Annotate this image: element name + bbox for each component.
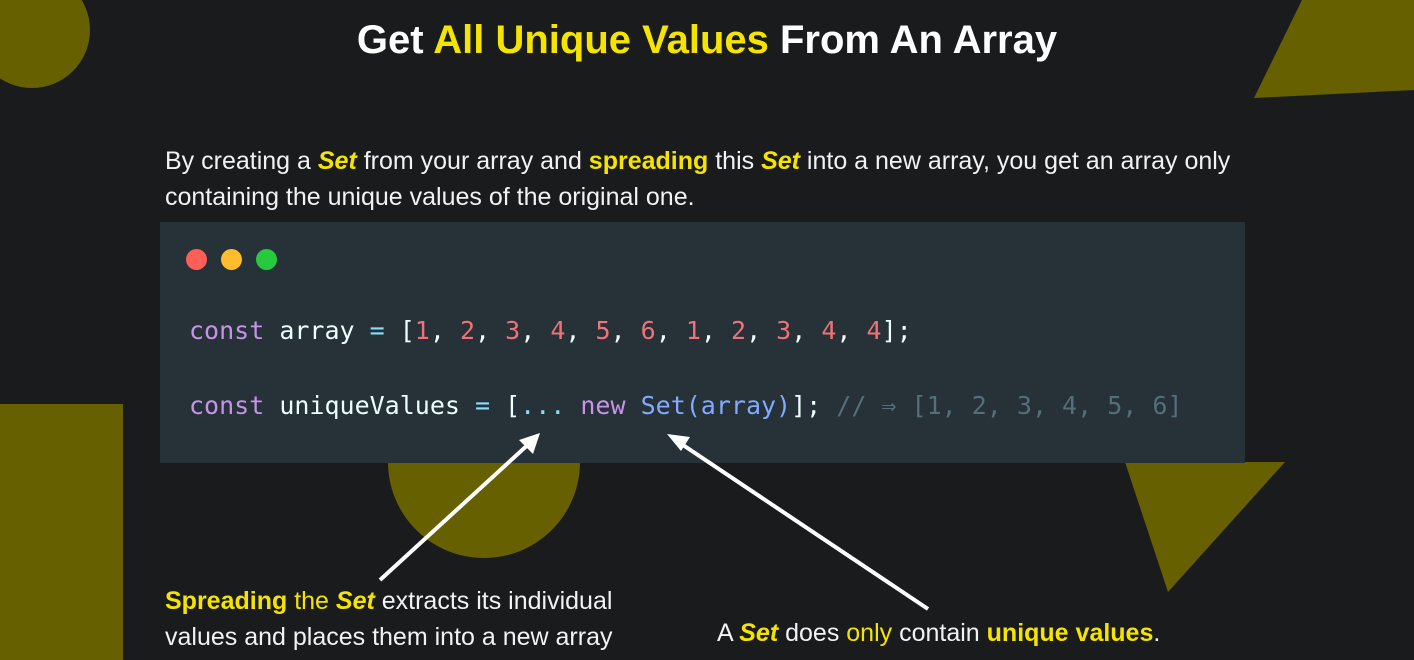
code-comma: , [475, 316, 506, 345]
window-maximize-dot [256, 249, 277, 270]
page-title: Get All Unique Values From An Array [0, 18, 1414, 63]
caption-set-keyword: Set [739, 619, 779, 647]
intro-text: from your array and [356, 147, 589, 175]
code-array-number: 3 [776, 316, 792, 345]
code-comma: , [655, 316, 686, 345]
code-comma: , [791, 316, 822, 345]
decorative-square-left [0, 404, 123, 660]
code-array-number: 4 [550, 316, 566, 345]
code-array-number: 4 [866, 316, 882, 345]
code-bracket: [ [505, 391, 521, 420]
caption-text-line-2: values and places them into a new array [165, 623, 613, 651]
intro-text: By creating a [165, 147, 318, 175]
arrow-to-spread-operator [378, 433, 540, 582]
code-array-number: 4 [821, 316, 837, 345]
code-comma: , [520, 316, 551, 345]
code-array-number: 6 [640, 316, 656, 345]
code-spread-operator: ... [520, 391, 566, 420]
decorative-triangle-top-right [1254, 0, 1414, 98]
code-comma: , [700, 316, 731, 345]
code-array-number: 1 [414, 316, 430, 345]
intro-text: into a new array, you get an array only … [165, 147, 1231, 211]
code-line-1: const array = [1, 2, 3, 4, 5, 6, 1, 2, 3… [189, 316, 912, 345]
code-variable: uniqueValues [264, 391, 475, 420]
caption-text: the [287, 587, 336, 615]
caption-text: contain [892, 619, 987, 647]
code-window: const array = [1, 2, 3, 4, 5, 6, 1, 2, 3… [160, 222, 1245, 463]
caption-text: does [778, 619, 847, 647]
intro-set-keyword: Set [317, 147, 357, 175]
code-operator: = [369, 316, 400, 345]
decorative-circle-top-left [0, 0, 90, 88]
code-bracket: [ [399, 316, 415, 345]
code-array-number: 1 [685, 316, 701, 345]
decorative-triangle-right [1125, 462, 1285, 592]
code-operator: = [474, 391, 506, 420]
code-line-2: const uniqueValues = [... new Set(array)… [189, 391, 1182, 420]
caption-unique-values-keyword: unique values [986, 619, 1154, 647]
caption-only-keyword: only [846, 619, 893, 647]
window-close-dot [186, 249, 207, 270]
code-keyword: const [189, 316, 265, 345]
arrow-to-set-class [667, 434, 930, 611]
intro-paragraph: By creating a Set from your array and sp… [165, 143, 1265, 215]
code-comma: , [746, 316, 777, 345]
code-array-number: 2 [731, 316, 747, 345]
window-minimize-dot [221, 249, 242, 270]
code-comma: , [565, 316, 596, 345]
code-comma: , [429, 316, 460, 345]
title-highlight: All Unique Values [433, 18, 769, 62]
code-bracket: ]; [791, 391, 822, 420]
code-array-number: 5 [595, 316, 611, 345]
code-array-items: 1, 2, 3, 4, 5, 6, 1, 2, 3, 4, 4 [415, 316, 882, 345]
code-comma: , [836, 316, 867, 345]
code-bracket: ]; [881, 316, 912, 345]
code-variable: array [264, 316, 370, 345]
code-comma: , [610, 316, 641, 345]
code-array-number: 3 [505, 316, 521, 345]
caption-text: A [717, 619, 740, 647]
intro-text: this [708, 147, 762, 175]
caption-spreading-keyword: Spreading [165, 587, 288, 615]
code-arguments: (array) [685, 391, 792, 420]
title-part-1: Get [356, 18, 434, 62]
intro-spreading-keyword: spreading [588, 147, 709, 175]
code-new-keyword: new [580, 391, 626, 420]
caption-spread: Spreading the Set extracts its individua… [165, 583, 612, 655]
code-comment: // ⇒ [1, 2, 3, 4, 5, 6] [836, 391, 1183, 420]
title-part-2: From An Array [768, 18, 1058, 62]
caption-text: extracts its individual [374, 587, 613, 615]
decorative-half-circle-center [388, 462, 580, 558]
caption-set-keyword: Set [335, 587, 375, 615]
code-keyword: const [189, 391, 265, 420]
code-array-number: 2 [459, 316, 476, 345]
caption-text: . [1153, 619, 1161, 647]
caption-set-unique: A Set does only contain unique values. [717, 615, 1160, 651]
intro-set-keyword: Set [761, 147, 800, 175]
code-set-class: Set [640, 391, 686, 420]
